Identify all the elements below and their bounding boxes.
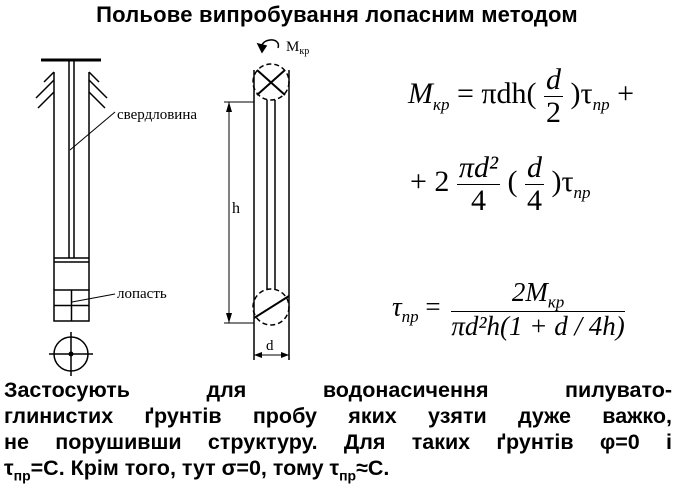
label-d: d — [266, 338, 274, 354]
plan-center-dot — [68, 351, 74, 357]
h-arrow-top — [226, 102, 232, 112]
shear-cylinder-drawing — [224, 39, 290, 360]
label-h: h — [232, 200, 240, 217]
description-paragraph: Застосують для водонасичення пилувато- г… — [4, 377, 672, 488]
d-arrow-left — [254, 352, 262, 358]
borehole-drawing — [35, 58, 108, 376]
label-blade: лопасть — [117, 286, 167, 302]
blade-leader — [71, 293, 116, 303]
paragraph-line: глинистих ґрунтів пробу яких узяти дуже … — [4, 404, 672, 428]
label-borehole: свердловина — [117, 107, 197, 123]
paragraph-line: Застосують для водонасичення пилувато- — [4, 378, 672, 402]
h-arrow-bottom — [226, 313, 232, 323]
page-title: Польове випробування лопасним методом — [96, 2, 578, 27]
d-arrow-right — [281, 352, 289, 358]
paragraph-line: τпр=С. Крім того, тут σ=0, тому τпр≈С. — [4, 456, 390, 484]
label-torque: Mкр — [286, 39, 309, 57]
paragraph-line: не порушивши структуру. Для таких ґрунті… — [4, 430, 672, 454]
borehole-leader — [69, 111, 116, 151]
